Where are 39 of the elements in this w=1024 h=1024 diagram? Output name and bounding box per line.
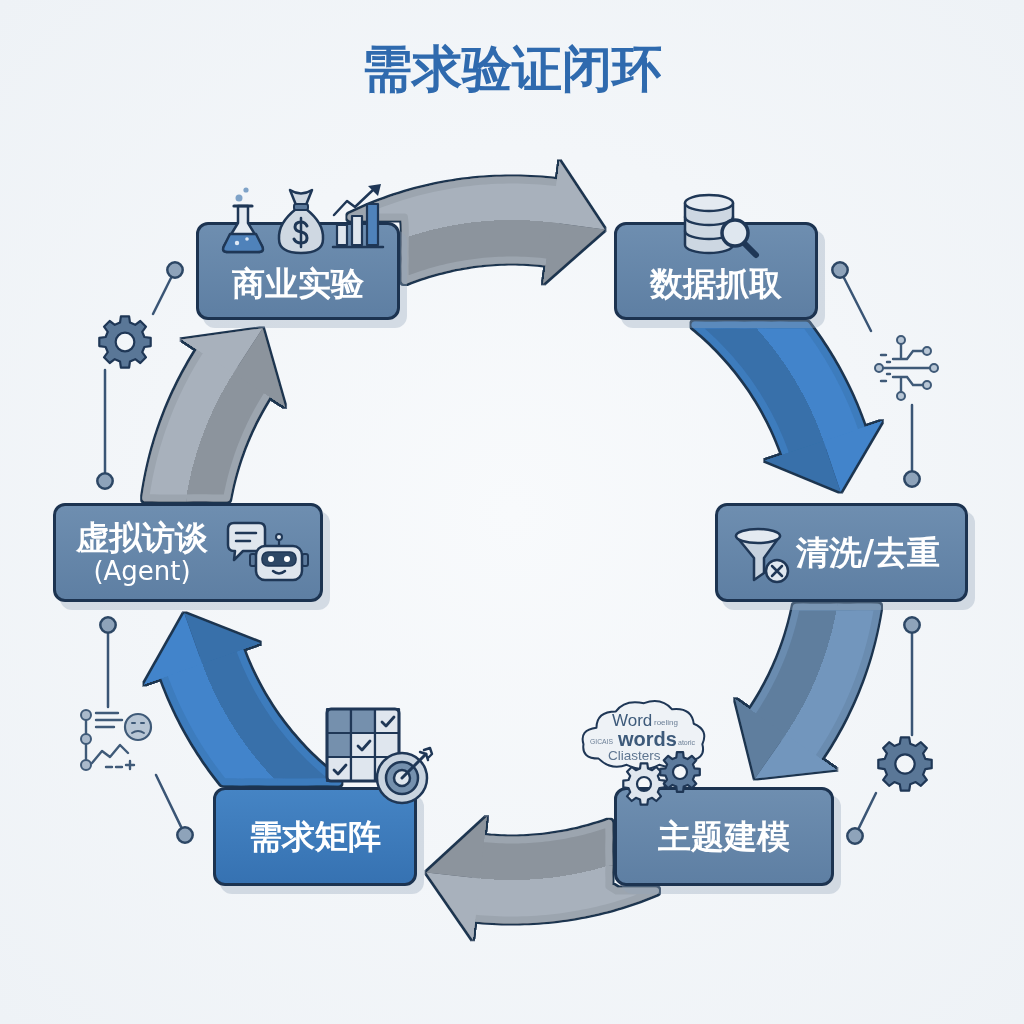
process-box	[614, 787, 834, 886]
connector-line	[910, 403, 914, 472]
step-label: 需求矩阵	[249, 817, 381, 856]
step-label: 虚拟访谈	[76, 518, 208, 557]
connector-dot	[96, 472, 114, 490]
cloud-word: words	[618, 729, 677, 749]
step-label: 数据抓取	[650, 265, 782, 303]
gear-icon	[876, 735, 934, 793]
connector-line	[151, 276, 173, 316]
connector-dot	[846, 827, 864, 845]
connector-dot	[99, 616, 117, 634]
connector-line	[106, 632, 110, 709]
connector-line	[857, 791, 878, 830]
cycle-arrow	[143, 613, 342, 786]
cycle-arrow	[142, 328, 286, 502]
step-label: 主题建模	[658, 817, 790, 856]
title: 需求验证闭环	[362, 42, 662, 97]
cycle-arrow	[691, 321, 883, 492]
cycle-arrow	[426, 816, 659, 941]
connector-line	[842, 276, 873, 333]
connector-dot	[166, 261, 184, 279]
process-box	[53, 503, 323, 602]
connector-dot	[903, 470, 921, 488]
connector-line	[154, 773, 183, 829]
connector-dot	[176, 826, 194, 844]
step-label: 商业实验	[232, 265, 364, 303]
step-label: 清洗/去重	[796, 533, 941, 572]
cloud-word: Word	[612, 712, 653, 729]
gear-icon	[97, 314, 153, 370]
cloud-word: Cliasters	[608, 749, 661, 763]
cycle-arrow	[347, 160, 605, 284]
process-box	[715, 503, 968, 602]
connector-line	[103, 368, 107, 474]
connector-dot	[903, 616, 921, 634]
connector-line	[910, 632, 914, 737]
cycle-arrow	[735, 603, 882, 779]
cloud-word: roeling	[654, 719, 678, 727]
connector-dot	[831, 261, 849, 279]
step-sublabel: (Agent)	[93, 556, 191, 587]
